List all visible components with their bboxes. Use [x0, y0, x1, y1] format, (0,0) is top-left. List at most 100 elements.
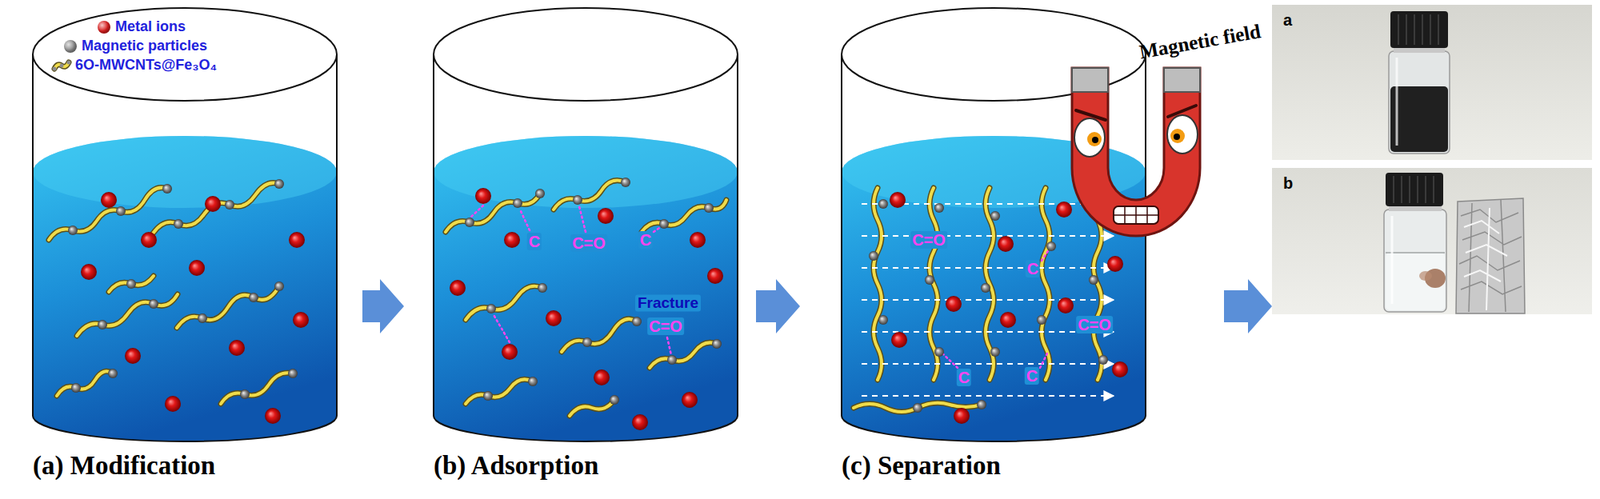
metal-ion — [632, 414, 648, 431]
metal-ion — [80, 264, 97, 280]
magnet-eye — [1167, 115, 1198, 154]
metal-ion — [264, 408, 281, 424]
magnetic-particle — [97, 320, 108, 330]
magnetic-particle — [934, 347, 944, 357]
metal-ion — [475, 188, 492, 204]
magnetic-particle — [912, 403, 923, 413]
magnetic-particle — [990, 347, 1000, 357]
tube-sample — [51, 59, 72, 72]
functional-group: C — [527, 232, 542, 251]
magnetic-particle — [712, 339, 722, 349]
magnet-iris — [1087, 132, 1102, 147]
metal-ion — [449, 280, 466, 296]
magnet-mouth — [1113, 206, 1159, 224]
nanotube — [152, 183, 280, 234]
nanotube — [465, 379, 533, 404]
nanotube — [1041, 188, 1050, 380]
metal-ion — [707, 268, 724, 284]
magnetic-particles — [464, 177, 722, 405]
metal-ion — [1112, 361, 1128, 378]
magnetic-particle — [486, 304, 496, 314]
magnetic-particles — [68, 179, 298, 400]
metal-ion — [504, 232, 520, 248]
metal-ion — [288, 232, 305, 248]
functional-group: C — [1024, 367, 1040, 385]
nanotubes — [48, 183, 293, 404]
nanotube — [445, 193, 540, 232]
metal-ion — [681, 392, 698, 408]
bond-line — [667, 337, 672, 356]
nanotube — [649, 342, 717, 368]
beaker-a — [32, 8, 337, 442]
field-line — [861, 395, 1114, 397]
bond-line — [579, 206, 586, 232]
metal-ion — [1107, 256, 1124, 272]
nanotube — [1041, 188, 1050, 380]
metal-ion — [545, 310, 562, 327]
magnetic-particle — [632, 316, 642, 327]
magnetic-particle — [537, 283, 548, 293]
fracture-note: Fracture — [635, 295, 701, 312]
metal-ion — [228, 340, 245, 356]
nanotube — [76, 294, 178, 336]
metal-ion — [501, 344, 518, 360]
glass-highlight — [1391, 216, 1394, 304]
nanotube — [465, 286, 543, 320]
metal-ion — [1057, 297, 1074, 314]
bond-line — [1041, 251, 1048, 261]
nanotube — [108, 276, 154, 292]
magnetic-particle — [528, 376, 538, 387]
nanotube — [108, 276, 154, 292]
nanotube — [873, 188, 882, 380]
magnet-teeth — [1113, 206, 1159, 224]
magnetic-particle — [1098, 355, 1108, 365]
bond-line — [470, 205, 484, 218]
magnet-eye — [1074, 118, 1105, 157]
field-line — [861, 267, 1114, 269]
magnetic-particle — [868, 251, 879, 261]
magnet-pole — [1072, 68, 1108, 92]
tube-sample-line — [54, 62, 69, 69]
functional-group: C=O — [1076, 316, 1113, 334]
liquid-surface — [1385, 252, 1445, 254]
magnet-eyebrow — [1168, 105, 1196, 117]
magnet-pole — [1164, 68, 1200, 92]
foil-wrapped-magnet — [1456, 198, 1525, 314]
magnetic-particle — [1088, 275, 1099, 285]
magnetic-particle — [609, 395, 620, 405]
nanotube — [220, 372, 293, 404]
foil-highlights — [1464, 208, 1508, 311]
horseshoe-magnet — [1072, 68, 1200, 236]
metal-ion — [997, 236, 1014, 252]
photo-panel: a — [1272, 4, 1592, 160]
legend-text: Magnetic particles — [81, 37, 208, 56]
nanotube — [76, 294, 178, 336]
functional-group: C=O — [910, 231, 948, 249]
magnetic-particle — [173, 219, 184, 229]
photo-label: b — [1283, 174, 1293, 192]
functional-group: C=O — [570, 234, 608, 252]
magnetic-particle — [240, 389, 250, 400]
glass-highlight — [1396, 57, 1399, 146]
functional-group: C=O — [647, 317, 684, 336]
foil-creases — [1459, 200, 1522, 312]
photo-background — [1272, 168, 1592, 315]
legend-text: Metal ions — [115, 18, 186, 36]
photo-label: a — [1283, 11, 1292, 29]
legend-text: 6O-MWCNTs@Fe₃O₄ — [75, 56, 217, 75]
metal-ions — [80, 192, 309, 424]
bond-line — [653, 226, 662, 232]
bond-line — [520, 209, 530, 231]
metal-ion — [1000, 312, 1016, 328]
panel-caption: (a) Modification — [32, 451, 216, 482]
field-lines — [861, 204, 1114, 396]
metal-ion — [140, 232, 157, 248]
panel-caption: (c) Separation — [841, 451, 1001, 482]
vial-cap — [1385, 172, 1444, 207]
nanotube — [220, 372, 293, 404]
field-title: Magnetic field — [1137, 20, 1263, 64]
beaker-outline — [433, 8, 738, 442]
photo-panel: b — [1272, 168, 1592, 315]
magnetic-particle — [878, 315, 888, 325]
nanotube — [641, 200, 727, 232]
